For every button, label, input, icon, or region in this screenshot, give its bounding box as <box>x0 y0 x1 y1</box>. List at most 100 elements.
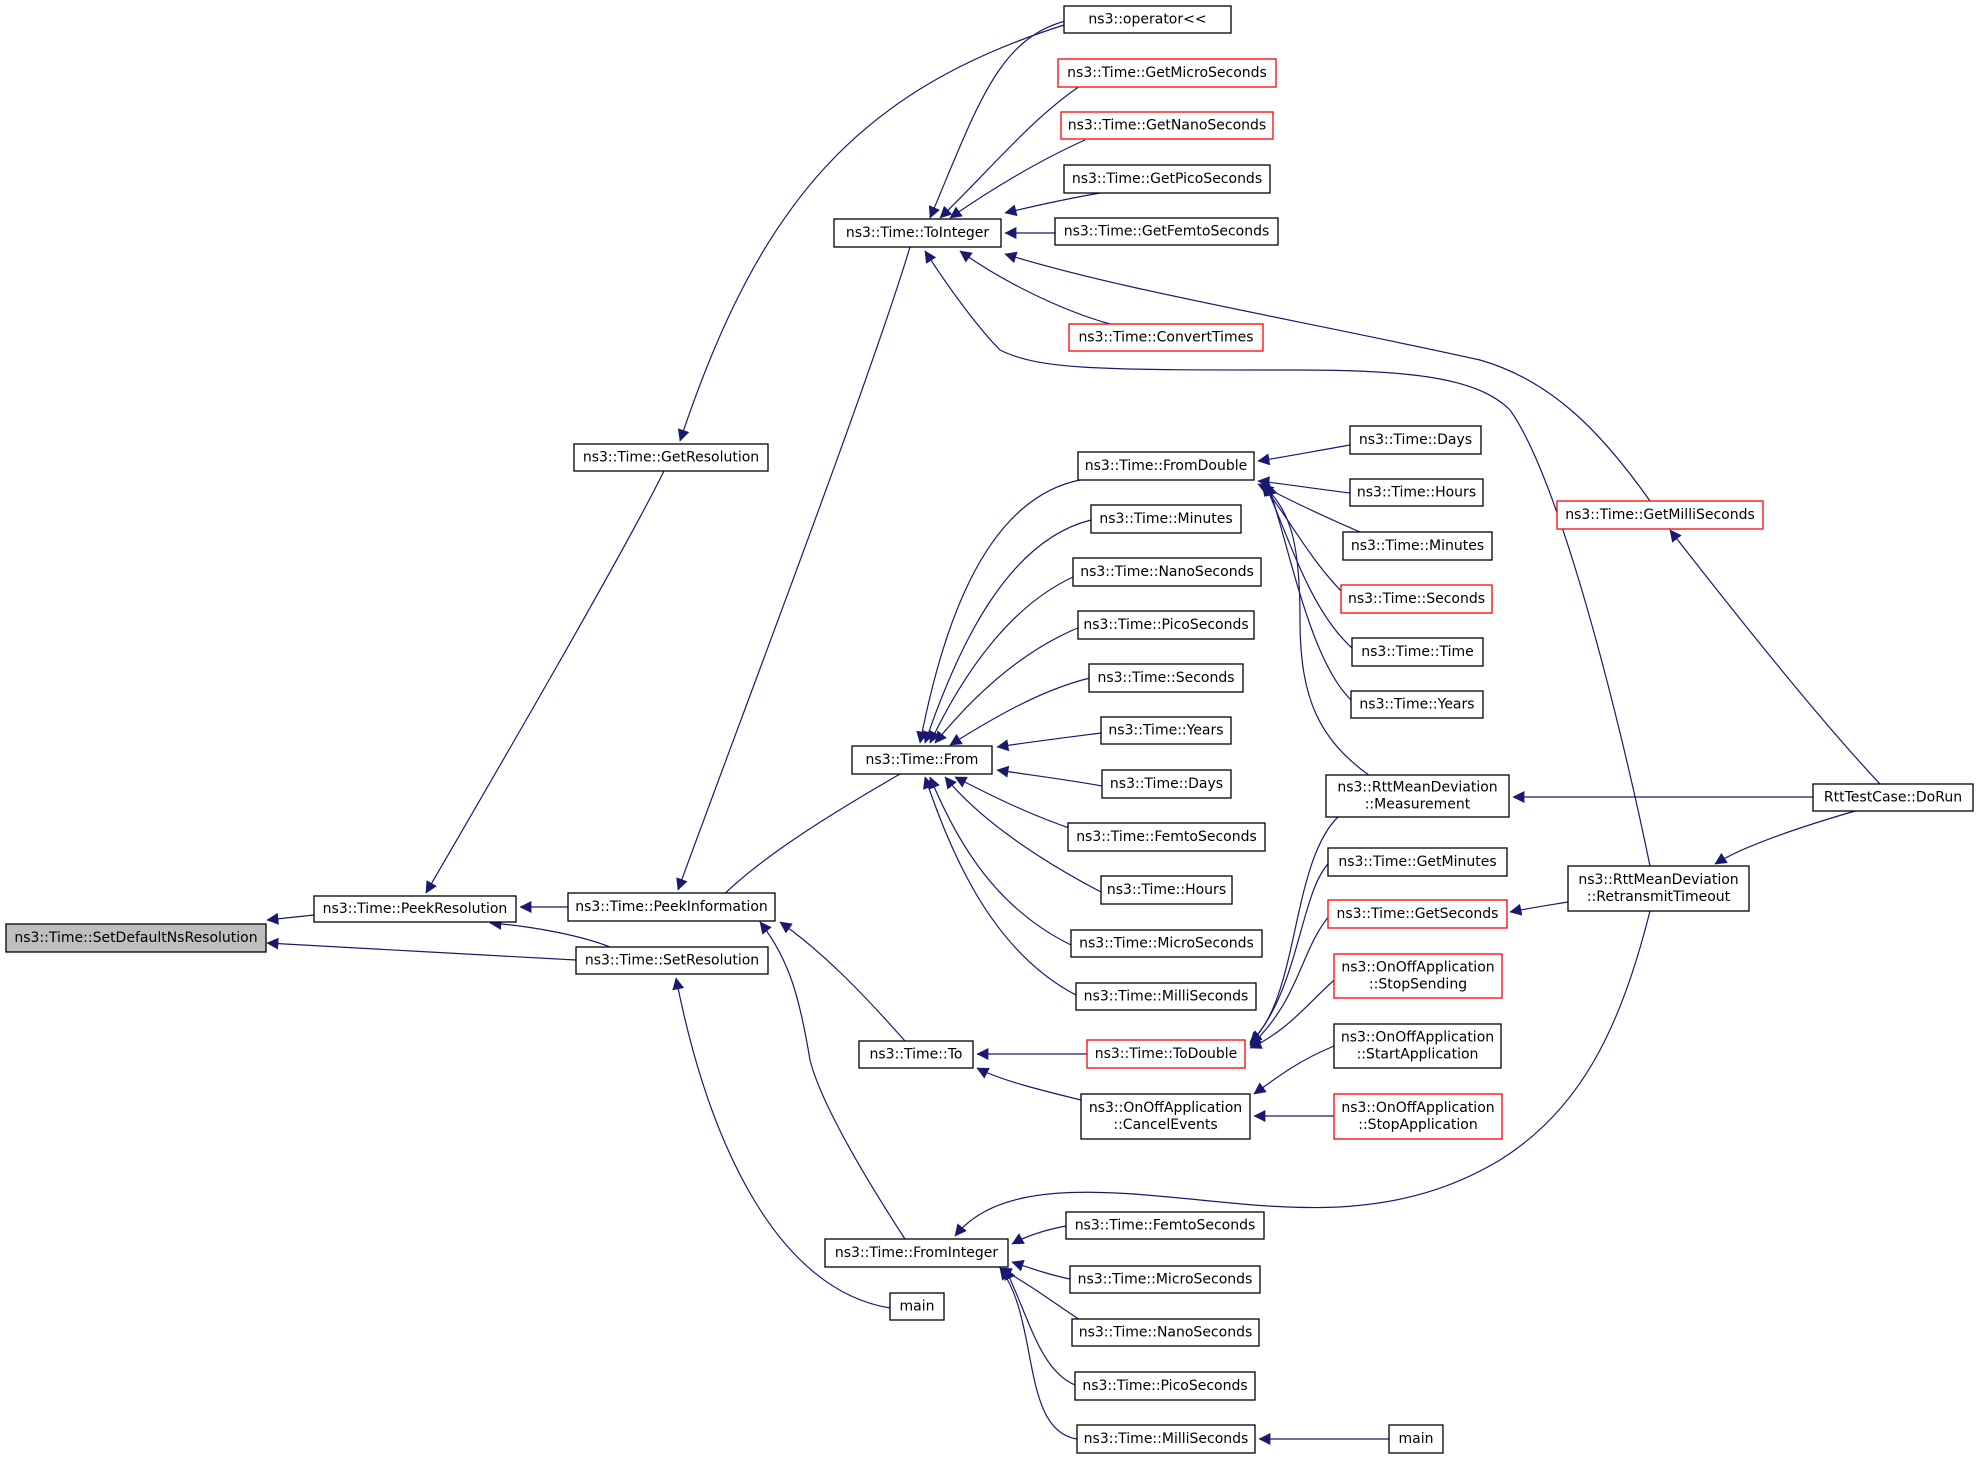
node-fi-micro[interactable]: ns3::Time::MicroSeconds <box>1069 1265 1261 1294</box>
node-box[interactable] <box>1069 1265 1261 1294</box>
node-onoff-cancel[interactable]: ns3::OnOffApplication::CancelEvents <box>1080 1093 1251 1140</box>
node-box[interactable] <box>1340 584 1493 614</box>
node-peekres[interactable]: ns3::Time::PeekResolution <box>313 895 517 923</box>
node-box[interactable] <box>889 1292 945 1321</box>
node-getseconds[interactable]: ns3::Time::GetSeconds <box>1327 899 1508 929</box>
node-fd-seconds[interactable]: ns3::Time::Seconds <box>1340 584 1493 614</box>
node-box[interactable] <box>573 443 769 472</box>
node-box[interactable] <box>1101 769 1232 799</box>
node-box[interactable] <box>833 218 1002 248</box>
node-op[interactable]: ns3::operator<< <box>1063 5 1232 34</box>
node-box[interactable] <box>1076 1424 1256 1454</box>
node-box[interactable] <box>1070 929 1263 958</box>
node-box[interactable] <box>1075 982 1257 1011</box>
node-box[interactable] <box>1812 783 1974 812</box>
node-fromint[interactable]: ns3::Time::FromInteger <box>824 1238 1009 1268</box>
node-box[interactable] <box>851 745 993 775</box>
node-getfemto[interactable]: ns3::Time::GetFemtoSeconds <box>1054 217 1279 246</box>
node-f-days[interactable]: ns3::Time::Days <box>1101 769 1232 799</box>
node-getmilli[interactable]: ns3::Time::GetMilliSeconds <box>1556 500 1764 530</box>
node-f-femto[interactable]: ns3::Time::FemtoSeconds <box>1067 822 1266 852</box>
node-onoff-stopapp[interactable]: ns3::OnOffApplication::StopApplication <box>1333 1093 1503 1140</box>
node-onoff-stopsend[interactable]: ns3::OnOffApplication::StopSending <box>1333 953 1503 999</box>
node-box[interactable] <box>1065 1211 1265 1240</box>
node-box[interactable] <box>1388 1424 1444 1454</box>
node-f-pico[interactable]: ns3::Time::PicoSeconds <box>1077 610 1255 640</box>
node-box[interactable] <box>1100 875 1233 905</box>
node-box[interactable] <box>1349 425 1482 455</box>
node-box[interactable] <box>1088 663 1244 693</box>
node-box[interactable] <box>1071 1318 1260 1347</box>
node-box[interactable] <box>1090 504 1242 534</box>
node-box[interactable] <box>1054 217 1279 246</box>
node-box[interactable] <box>1060 111 1274 140</box>
node-box[interactable] <box>1068 323 1264 352</box>
node-fd-days[interactable]: ns3::Time::Days <box>1349 425 1482 455</box>
node-box[interactable] <box>1063 5 1232 34</box>
node-box[interactable] <box>1325 774 1510 818</box>
node-box[interactable] <box>1327 847 1508 877</box>
node-box[interactable] <box>824 1238 1009 1268</box>
node-main2[interactable]: main <box>1388 1424 1444 1454</box>
node-fi-femto[interactable]: ns3::Time::FemtoSeconds <box>1065 1211 1265 1240</box>
node-box[interactable] <box>1342 531 1493 561</box>
node-rtt-meas[interactable]: ns3::RttMeanDeviation::Measurement <box>1325 774 1510 818</box>
node-box[interactable] <box>1072 557 1262 587</box>
node-box[interactable] <box>1074 1371 1256 1401</box>
node-todouble[interactable]: ns3::Time::ToDouble <box>1086 1039 1246 1069</box>
node-box[interactable] <box>1351 637 1484 667</box>
node-box[interactable] <box>1086 1039 1246 1069</box>
node-onoff-startapp[interactable]: ns3::OnOffApplication::StartApplication <box>1333 1023 1502 1069</box>
node-box[interactable] <box>1333 953 1503 999</box>
node-box[interactable] <box>575 946 769 975</box>
node-fd-time[interactable]: ns3::Time::Time <box>1351 637 1484 667</box>
node-to[interactable]: ns3::Time::To <box>858 1040 974 1069</box>
node-root[interactable]: ns3::Time::SetDefaultNsResolution <box>5 923 267 953</box>
node-fd-years[interactable]: ns3::Time::Years <box>1350 690 1484 719</box>
node-box[interactable] <box>313 895 517 923</box>
node-getmicro[interactable]: ns3::Time::GetMicroSeconds <box>1057 58 1277 88</box>
node-box[interactable] <box>1567 865 1750 912</box>
node-box[interactable] <box>1067 822 1266 852</box>
node-box[interactable] <box>1077 610 1255 640</box>
node-getpico[interactable]: ns3::Time::GetPicoSeconds <box>1063 164 1271 194</box>
node-box[interactable] <box>5 923 267 953</box>
node-box[interactable] <box>1556 500 1764 530</box>
node-box[interactable] <box>1080 1093 1251 1140</box>
node-getnano[interactable]: ns3::Time::GetNanoSeconds <box>1060 111 1274 140</box>
node-box[interactable] <box>1350 690 1484 719</box>
node-from[interactable]: ns3::Time::From <box>851 745 993 775</box>
node-main1[interactable]: main <box>889 1292 945 1321</box>
node-box[interactable] <box>1077 451 1255 481</box>
node-peekinfo[interactable]: ns3::Time::PeekInformation <box>567 892 776 922</box>
node-f-seconds[interactable]: ns3::Time::Seconds <box>1088 663 1244 693</box>
node-fd-hours[interactable]: ns3::Time::Hours <box>1349 478 1484 507</box>
node-f-years[interactable]: ns3::Time::Years <box>1100 716 1232 745</box>
node-f-hours[interactable]: ns3::Time::Hours <box>1100 875 1233 905</box>
node-box[interactable] <box>858 1040 974 1069</box>
node-f-milli[interactable]: ns3::Time::MilliSeconds <box>1075 982 1257 1011</box>
node-box[interactable] <box>1057 58 1277 88</box>
node-convert[interactable]: ns3::Time::ConvertTimes <box>1068 323 1264 352</box>
node-f-minutes[interactable]: ns3::Time::Minutes <box>1090 504 1242 534</box>
node-box[interactable] <box>1063 164 1271 194</box>
node-box[interactable] <box>1349 478 1484 507</box>
node-getminutes[interactable]: ns3::Time::GetMinutes <box>1327 847 1508 877</box>
node-f-micro[interactable]: ns3::Time::MicroSeconds <box>1070 929 1263 958</box>
node-f-nano[interactable]: ns3::Time::NanoSeconds <box>1072 557 1262 587</box>
node-box[interactable] <box>567 892 776 922</box>
node-fi-pico[interactable]: ns3::Time::PicoSeconds <box>1074 1371 1256 1401</box>
node-rtt-dorun[interactable]: RttTestCase::DoRun <box>1812 783 1974 812</box>
node-box[interactable] <box>1333 1093 1503 1140</box>
node-box[interactable] <box>1327 899 1508 929</box>
node-rtt-retx[interactable]: ns3::RttMeanDeviation::RetransmitTimeout <box>1567 865 1750 912</box>
node-getres[interactable]: ns3::Time::GetResolution <box>573 443 769 472</box>
node-toint[interactable]: ns3::Time::ToInteger <box>833 218 1002 248</box>
node-fd-minutes[interactable]: ns3::Time::Minutes <box>1342 531 1493 561</box>
node-box[interactable] <box>1100 716 1232 745</box>
node-setres[interactable]: ns3::Time::SetResolution <box>575 946 769 975</box>
node-fi-milli[interactable]: ns3::Time::MilliSeconds <box>1076 1424 1256 1454</box>
node-box[interactable] <box>1333 1023 1502 1069</box>
node-fi-nano[interactable]: ns3::Time::NanoSeconds <box>1071 1318 1260 1347</box>
node-fromdouble[interactable]: ns3::Time::FromDouble <box>1077 451 1255 481</box>
